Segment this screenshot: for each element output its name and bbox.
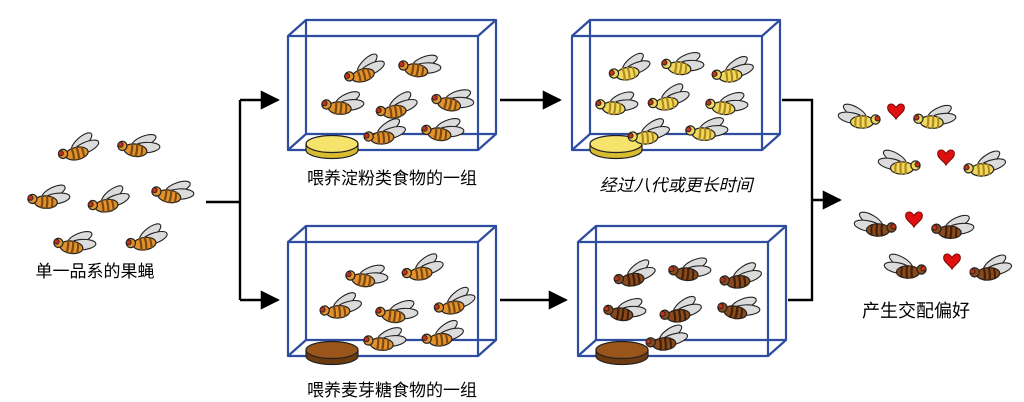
fly-icon (852, 208, 898, 238)
fly-icon (683, 110, 732, 144)
fly-icon (657, 291, 705, 325)
source-fly-group: 单一品系的果蝇 (26, 125, 199, 281)
fly-icon (717, 257, 765, 291)
fly-icon (967, 250, 1015, 283)
fly-icon (317, 287, 365, 321)
fly-icon (149, 171, 199, 208)
maltose-food-disc (595, 340, 649, 366)
heart-icon (904, 211, 924, 228)
heart-icon (942, 253, 962, 270)
fly-icon (338, 47, 390, 88)
fly-icon (666, 250, 715, 285)
fly-icon (601, 289, 650, 325)
arrows (206, 90, 842, 310)
fly-icon (343, 255, 393, 292)
fly-icon (115, 125, 164, 161)
fly-icon (122, 218, 172, 254)
result-label: 产生交配偏好 (862, 301, 970, 321)
fly-icon (659, 43, 708, 79)
maltose-food-disc (305, 340, 359, 366)
fly-icon (605, 47, 655, 84)
fly-icon (625, 113, 673, 147)
fly-icon (882, 250, 928, 280)
maltose-cage-after (576, 224, 788, 366)
fly-icon (593, 84, 642, 119)
maltose-cage-initial: 喂养麦芽糖食物的一组 (286, 224, 498, 400)
fly-icon (429, 79, 479, 117)
fly-icon (715, 287, 765, 324)
fly-icon (430, 281, 480, 318)
fly-icon (361, 320, 410, 354)
fly-icon (419, 109, 468, 145)
fly-icon (643, 320, 691, 353)
fly-icon (26, 179, 73, 211)
fly-icon (703, 83, 752, 119)
fly-icon (319, 84, 368, 118)
fly-icon (396, 45, 446, 82)
fly-icon (419, 315, 467, 349)
fly-icon (961, 146, 1009, 179)
starch-food-disc (305, 134, 359, 160)
fly-icon (53, 126, 104, 165)
heart-icon (936, 149, 956, 166)
fly-icon (836, 100, 882, 130)
heart-icon (886, 103, 906, 120)
fly-icon (373, 291, 422, 327)
fly-icon (51, 222, 100, 258)
fly-icon (610, 254, 660, 290)
fly-icon (876, 146, 922, 176)
fly-icon (398, 248, 448, 284)
mating-pairs-group: 产生交配偏好 (836, 98, 1015, 321)
starch-cage-after: 经过八代或更长时间 (570, 18, 782, 195)
fly-icon (709, 51, 757, 85)
generations-label: 经过八代或更长时间 (600, 176, 755, 195)
source-group-label: 单一品系的果蝇 (36, 262, 155, 281)
fly-icon (930, 208, 977, 242)
fly-icon (84, 180, 134, 216)
fly-icon (372, 86, 422, 122)
fly-icon (644, 78, 694, 114)
maltose-group-label: 喂养麦芽糖食物的一组 (307, 381, 477, 400)
starch-group-label: 喂养淀粉类食物的一组 (307, 169, 477, 188)
fly-icon (361, 113, 409, 147)
fly-icon (912, 98, 959, 132)
starch-cage-initial: 喂养淀粉类食物的一组 (286, 18, 498, 188)
